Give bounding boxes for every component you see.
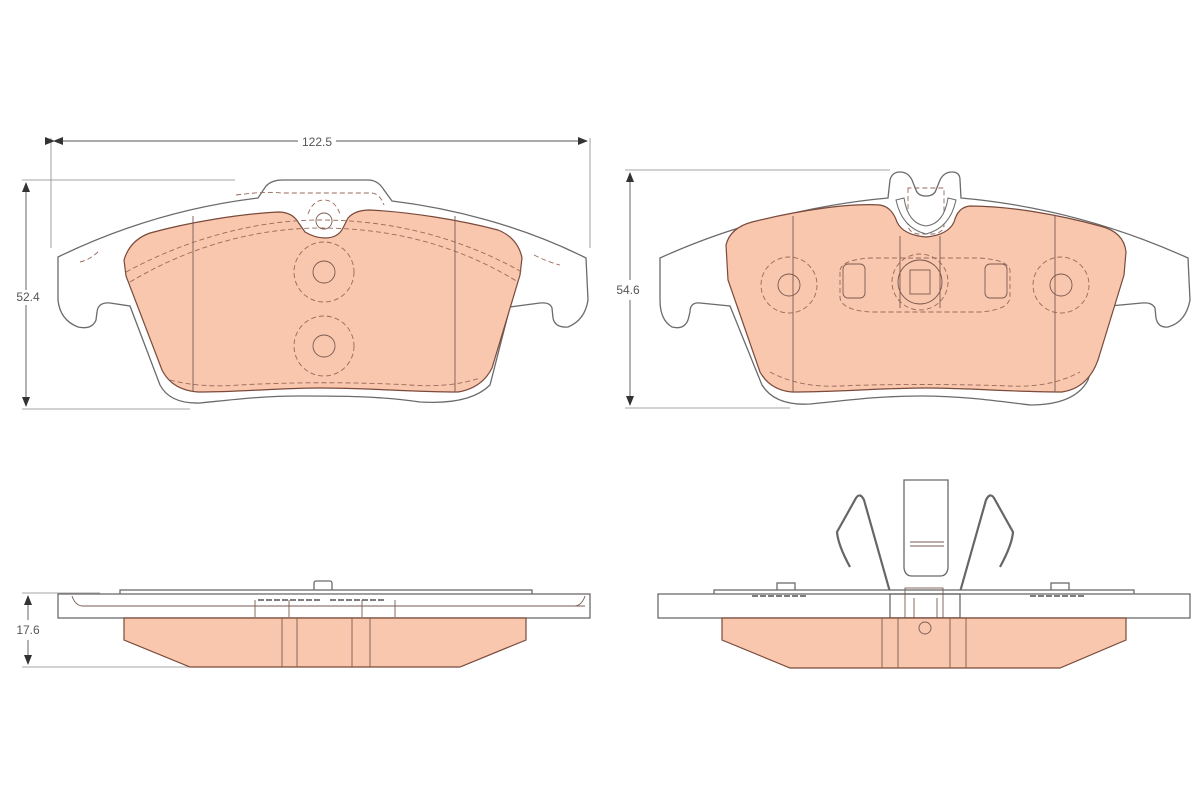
dimension-height-pad1: 52.4	[16, 179, 235, 410]
thickness-label: 17.6	[16, 623, 40, 637]
pad2-front-view	[659, 171, 1191, 406]
height-pad2-label: 54.6	[616, 283, 640, 297]
sensor-hole-icon	[918, 621, 932, 635]
height-pad1-label: 52.4	[16, 290, 40, 304]
pad1-front-view	[57, 179, 589, 404]
dimension-thickness: 17.6	[16, 592, 190, 668]
width-label: 122.5	[302, 135, 332, 149]
pad2-side-view	[657, 479, 1191, 669]
dimension-height-pad2: 54.6	[616, 169, 890, 409]
dimension-width: 122.5	[45, 133, 591, 248]
pad1-side-view	[57, 580, 591, 668]
